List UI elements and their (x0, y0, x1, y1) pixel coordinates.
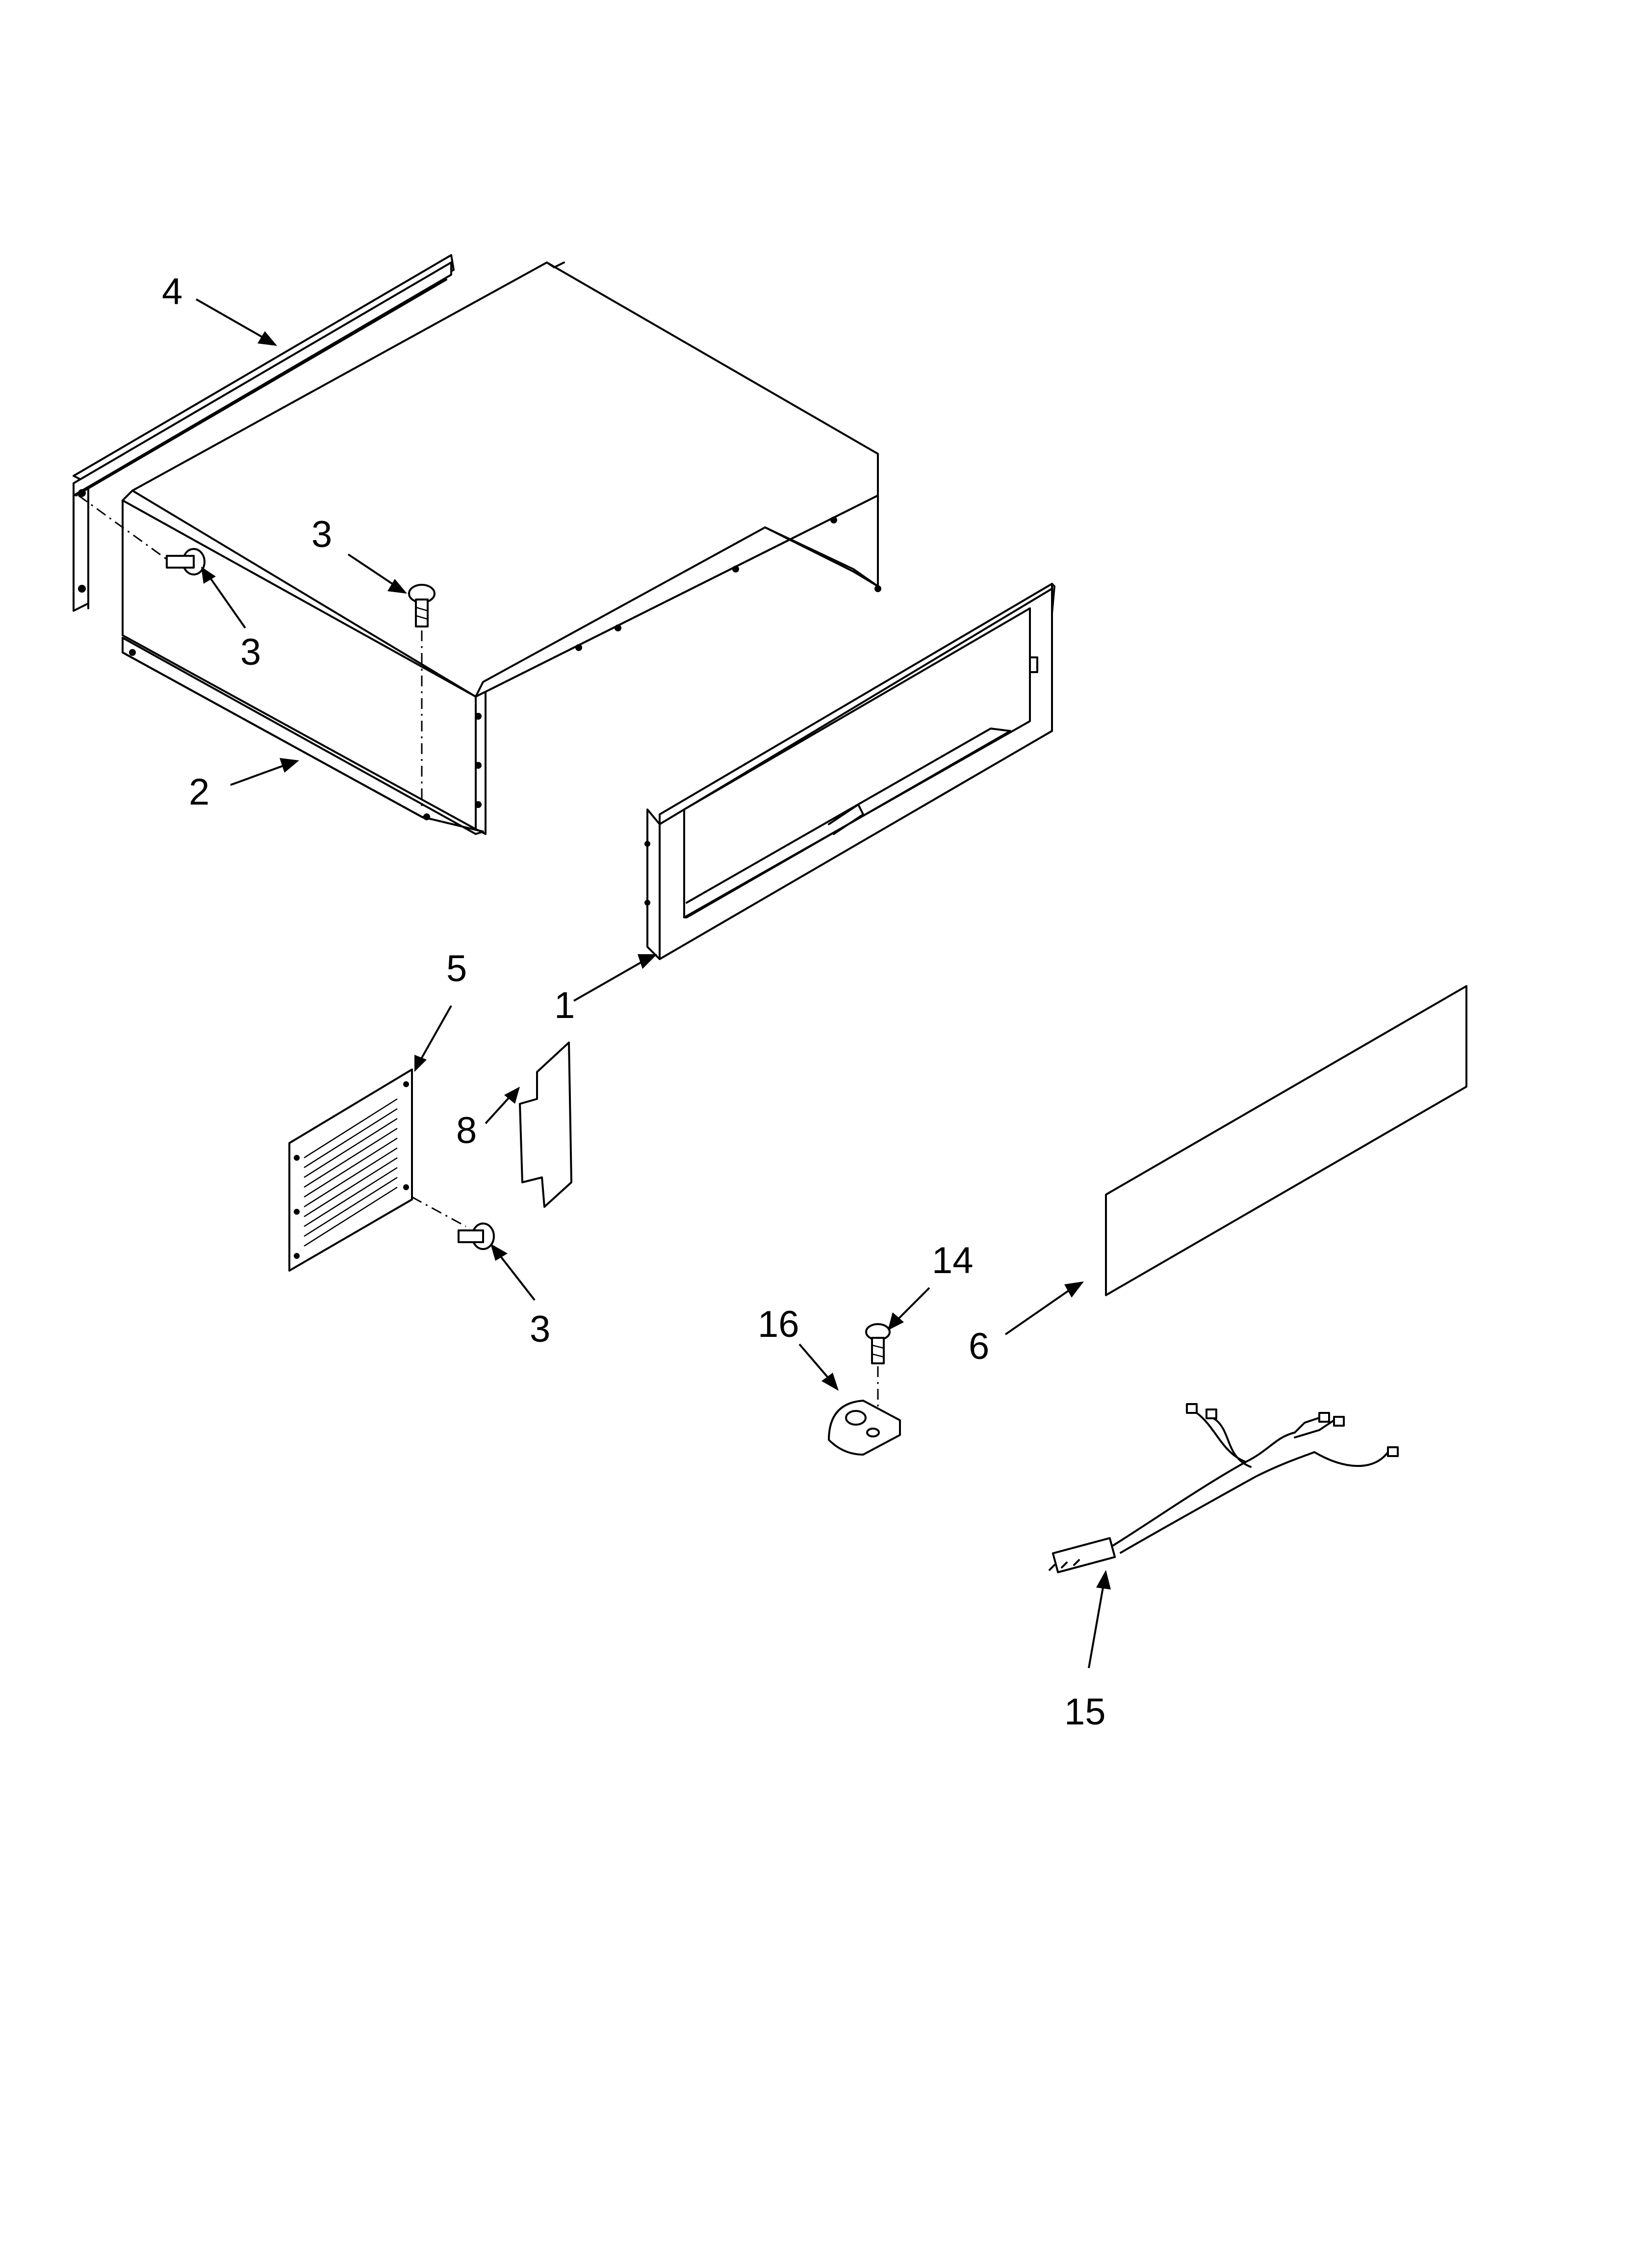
callout-3-left: 3 (240, 631, 261, 673)
screw-part-3-grille (458, 1223, 495, 1250)
callout-15: 15 (1064, 1691, 1106, 1733)
leader-lines (196, 298, 1111, 1668)
insulation-part-8 (519, 1042, 572, 1208)
clamp-part-16 (828, 1400, 901, 1456)
wire-harness-part-15 (1049, 1403, 1399, 1573)
callout-2: 2 (189, 771, 209, 813)
grille-part-5 (288, 1069, 466, 1272)
callout-5: 5 (446, 948, 467, 990)
front-panel-part-1 (644, 583, 1055, 960)
callout-3-top: 3 (311, 514, 332, 555)
callout-6: 6 (969, 1326, 989, 1367)
screw-part-3-top (408, 584, 436, 809)
callout-1: 1 (554, 985, 575, 1026)
callout-4: 4 (162, 271, 182, 313)
rear-brace-part-4 (73, 254, 455, 612)
callout-3-grille: 3 (530, 1308, 550, 1350)
screw-part-14 (865, 1323, 891, 1423)
screw-part-3-left (78, 495, 205, 575)
panel-sheet-part-6 (1105, 985, 1467, 1296)
callout-14: 14 (932, 1240, 974, 1281)
callout-16: 16 (758, 1303, 799, 1345)
callouts: 4 3 3 2 5 1 8 3 14 16 6 15 (162, 271, 1106, 1733)
housing-part-2 (122, 261, 881, 835)
callout-8: 8 (456, 1110, 477, 1151)
